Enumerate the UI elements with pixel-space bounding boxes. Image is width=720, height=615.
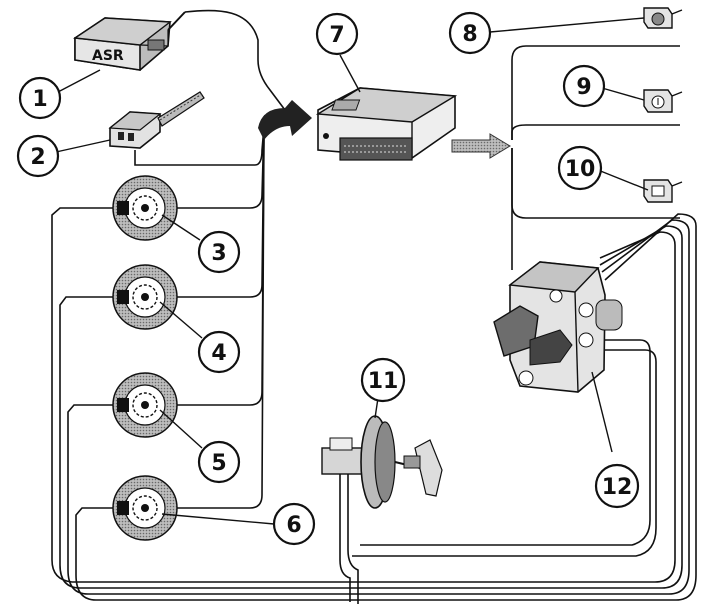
callout-3-label: 3 [211, 241, 226, 266]
warning-lamp-9 [643, 89, 683, 113]
callout-10: 10 [557, 145, 603, 191]
asr-switch-label: ASR [92, 48, 124, 64]
callout-leaders [55, 17, 649, 525]
callout-12-label: 12 [602, 475, 633, 500]
asr-switch: ASR [73, 11, 186, 71]
warning-lamp-8 [643, 7, 683, 29]
signal-arrow-in [258, 100, 312, 140]
callout-9-label: 9 [576, 75, 591, 100]
callout-11: 11 [360, 357, 406, 403]
callout-2: 2 [16, 134, 60, 178]
wiring-harness-right [511, 45, 680, 270]
callout-8-label: 8 [462, 22, 477, 47]
callout-10-label: 10 [565, 157, 596, 182]
wheel-sensor-rl [112, 372, 178, 438]
abs-asr-control-unit [315, 87, 458, 161]
wheel-sensor-fl [112, 175, 178, 241]
brake-booster-master-cylinder [321, 415, 443, 509]
callout-4-label: 4 [211, 341, 226, 366]
warning-lamp-10 [643, 179, 683, 203]
callout-6: 6 [272, 502, 316, 546]
callout-5: 5 [197, 440, 241, 484]
callout-2-label: 2 [30, 145, 45, 170]
signal-arrow-out [451, 133, 511, 159]
wiring-harness-left [51, 9, 697, 604]
callout-11-label: 11 [368, 369, 399, 394]
hydraulic-modulator [493, 261, 623, 453]
callout-4: 4 [197, 330, 241, 374]
callout-6-label: 6 [286, 513, 301, 538]
callout-8: 8 [448, 11, 492, 55]
callout-1: 1 [18, 76, 62, 120]
wheel-sensor-fr [112, 264, 178, 330]
callout-7-label: 7 [329, 23, 344, 48]
callout-9: 9 [562, 64, 606, 108]
callout-5-label: 5 [211, 451, 226, 476]
callout-12: 12 [594, 463, 640, 509]
callout-1-label: 1 [32, 87, 47, 112]
wheel-sensor-rr [112, 475, 178, 541]
brake-light-switch [108, 91, 205, 149]
callout-3: 3 [197, 230, 241, 274]
callout-7: 7 [315, 12, 359, 56]
